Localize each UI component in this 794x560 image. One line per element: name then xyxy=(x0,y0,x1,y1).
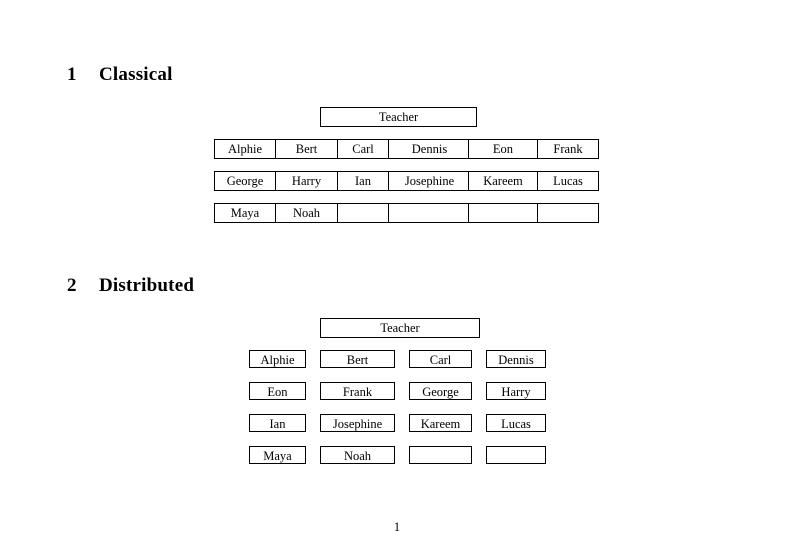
student-cell: Bert xyxy=(275,139,338,159)
table-row: Teacher xyxy=(320,318,480,338)
empty-cell xyxy=(468,203,538,223)
student-cell: Harry xyxy=(486,382,546,400)
student-cell: Maya xyxy=(214,203,276,223)
table-row: Kareem Lucas xyxy=(468,171,599,191)
classical-group-1-row-1: Alphie Bert xyxy=(214,139,338,159)
section-heading-classical: 1 Classical xyxy=(67,64,173,86)
student-cell: Ian xyxy=(249,414,306,432)
empty-cell xyxy=(337,203,389,223)
student-cell: Bert xyxy=(320,350,395,368)
table-row: Eon Frank xyxy=(468,139,599,159)
classical-group-2-row-2: Ian Josephine xyxy=(337,171,471,191)
empty-cell xyxy=(388,203,471,223)
teacher-cell: Teacher xyxy=(320,107,477,127)
section-heading-distributed: 2 Distributed xyxy=(67,275,194,297)
student-cell: George xyxy=(214,171,276,191)
student-cell: Dennis xyxy=(486,350,546,368)
student-cell: Lucas xyxy=(537,171,599,191)
student-cell: Kareem xyxy=(409,414,472,432)
student-cell: Eon xyxy=(249,382,306,400)
distributed-teacher-box: Teacher xyxy=(320,318,480,338)
table-row: Alphie Bert xyxy=(214,139,338,159)
section-number: 2 xyxy=(67,275,77,296)
empty-cell xyxy=(486,446,546,464)
student-cell: Carl xyxy=(409,350,472,368)
student-cell: Alphie xyxy=(214,139,276,159)
student-cell: Harry xyxy=(275,171,338,191)
student-cell: Eon xyxy=(468,139,538,159)
teacher-cell: Teacher xyxy=(320,318,480,338)
section-title: Classical xyxy=(99,64,173,85)
table-row: Carl Dennis xyxy=(337,139,471,159)
classical-group-3-row-3 xyxy=(468,203,599,223)
student-cell: Maya xyxy=(249,446,306,464)
classical-group-2-row-3 xyxy=(337,203,471,223)
student-cell: Frank xyxy=(320,382,395,400)
classical-teacher-box: Teacher xyxy=(320,107,477,127)
classical-group-3-row-2: Kareem Lucas xyxy=(468,171,599,191)
empty-cell xyxy=(409,446,472,464)
section-title: Distributed xyxy=(99,275,195,296)
empty-cell xyxy=(537,203,599,223)
student-cell: Josephine xyxy=(320,414,395,432)
student-cell: Noah xyxy=(320,446,395,464)
student-cell: George xyxy=(409,382,472,400)
table-row: George Harry xyxy=(214,171,338,191)
table-row: Maya Noah xyxy=(214,203,338,223)
table-row: Teacher xyxy=(320,107,477,127)
classical-group-1-row-2: George Harry xyxy=(214,171,338,191)
table-row xyxy=(337,203,471,223)
student-cell: Alphie xyxy=(249,350,306,368)
classical-group-3-row-1: Eon Frank xyxy=(468,139,599,159)
student-cell: Ian xyxy=(337,171,389,191)
student-cell: Josephine xyxy=(388,171,471,191)
student-cell: Dennis xyxy=(388,139,471,159)
student-cell: Kareem xyxy=(468,171,538,191)
section-number: 1 xyxy=(67,64,77,85)
table-row xyxy=(468,203,599,223)
classical-group-1-row-3: Maya Noah xyxy=(214,203,338,223)
student-cell: Frank xyxy=(537,139,599,159)
student-cell: Lucas xyxy=(486,414,546,432)
classical-group-2-row-1: Carl Dennis xyxy=(337,139,471,159)
student-cell: Noah xyxy=(275,203,338,223)
page-number: 1 xyxy=(393,520,401,534)
table-row: Ian Josephine xyxy=(337,171,471,191)
student-cell: Carl xyxy=(337,139,389,159)
